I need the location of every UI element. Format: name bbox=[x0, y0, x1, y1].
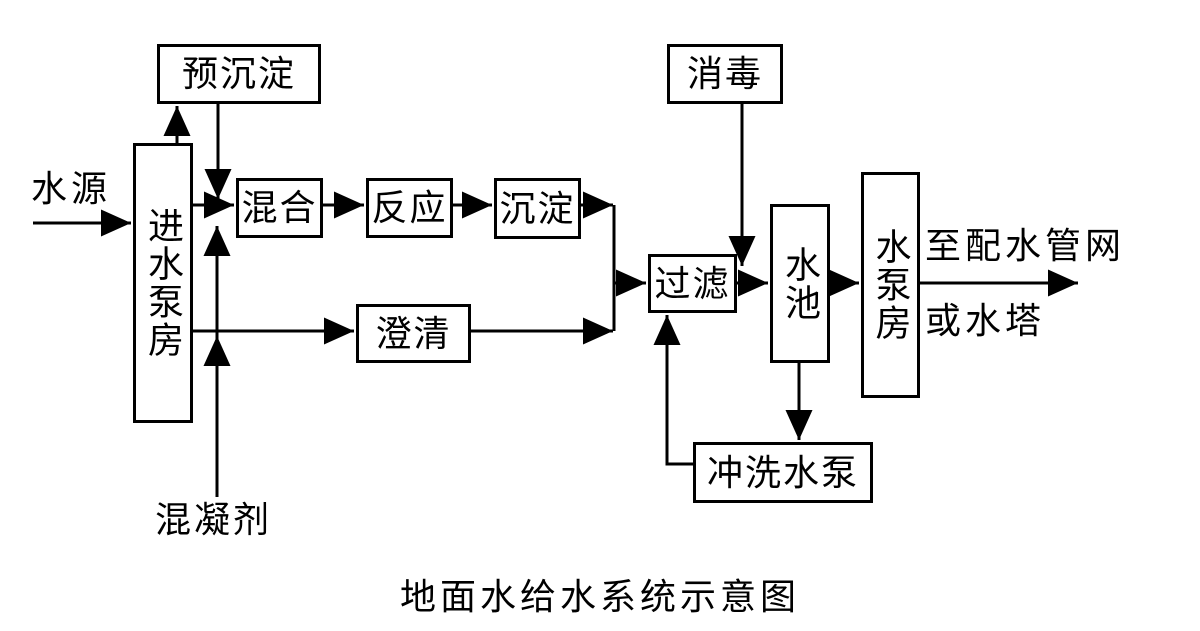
node-sedimentation: 沉淀 bbox=[494, 178, 581, 239]
node-backwash-pump-label: 冲洗水泵 bbox=[706, 452, 859, 493]
node-clarification: 澄清 bbox=[356, 304, 471, 363]
node-reaction: 反应 bbox=[366, 178, 453, 238]
node-mixing-label: 混合 bbox=[241, 188, 318, 228]
node-disinfection-label: 消毒 bbox=[686, 54, 763, 94]
to-distribution-network-label: 至配水管网 bbox=[925, 226, 1126, 266]
coagulant-label: 混凝剂 bbox=[155, 500, 273, 540]
node-pump-house: 水泵房 bbox=[861, 172, 920, 398]
arrow-backwash-pump-to-filtration bbox=[653, 315, 694, 466]
node-backwash-pump: 冲洗水泵 bbox=[693, 442, 873, 503]
node-pre-sedimentation: 预沉淀 bbox=[157, 44, 321, 104]
node-pump-house-label: 水泵房 bbox=[870, 228, 911, 342]
node-pre-sedimentation-label: 预沉淀 bbox=[181, 54, 296, 94]
node-sedimentation-label: 沉淀 bbox=[499, 188, 576, 229]
node-filtration-label: 过滤 bbox=[654, 263, 731, 304]
node-clarification-label: 澄清 bbox=[375, 313, 452, 354]
node-reaction-label: 反应 bbox=[371, 188, 448, 228]
node-disinfection: 消毒 bbox=[667, 44, 783, 104]
node-mixing: 混合 bbox=[236, 178, 323, 238]
node-intake-pump-house-label: 进水泵房 bbox=[143, 207, 183, 359]
node-filtration: 过滤 bbox=[648, 254, 737, 313]
node-clear-water-reservoir: 水池 bbox=[770, 204, 830, 363]
diagram-title: 地面水给水系统示意图 bbox=[399, 577, 800, 617]
node-clear-water-reservoir-label: 水池 bbox=[780, 245, 820, 322]
or-water-tower-label: 或水塔 bbox=[925, 301, 1046, 341]
water-source-label: 水源 bbox=[31, 169, 112, 209]
node-intake-pump-house: 进水泵房 bbox=[133, 143, 193, 423]
